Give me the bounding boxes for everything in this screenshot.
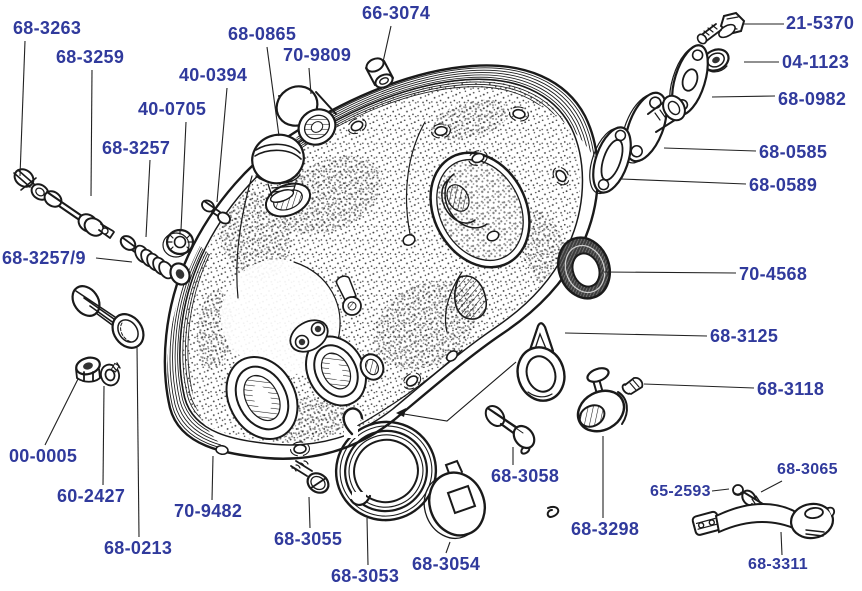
kickstart-lever-drawing [691,502,835,540]
bolt-21-5370-drawing [696,11,746,45]
worm-spring-drawing [119,228,195,286]
part-label-70-4568: 70-4568 [739,264,808,284]
oil-seal-drawing [557,236,611,300]
part-label-00-0005: 00-0005 [9,446,78,466]
ratchet-ring-drawing [516,322,566,402]
part-label-68-3058: 68-3058 [491,466,560,486]
pawl-68-3298-drawing [576,367,628,433]
part-label-70-9482: 70-9482 [174,501,243,521]
pin-40-0394-drawing [201,199,231,225]
cover-plate-68-0982-drawing [669,44,709,117]
part-label-68-3311: 68-3311 [748,556,808,573]
part-label-60-2427: 60-2427 [57,486,126,506]
needle-bearing-drawing [275,85,337,146]
part-label-68-3257-9: 68-3257/9 [2,248,86,268]
ball-65-2593-drawing [732,484,744,496]
part-label-68-0589: 68-0589 [749,175,818,195]
part-label-68-3055: 68-3055 [274,529,343,549]
part-label-68-0865: 68-0865 [228,24,297,44]
plunger-68-3118-drawing [621,377,644,395]
assembly-arrow [396,361,517,422]
speedo-gear-drawing [162,228,195,258]
leader-lines [19,23,784,566]
part-label-65-2593: 65-2593 [650,483,711,500]
pin-68-3058-drawing [484,405,536,450]
part-label-70-9809: 70-9809 [283,45,352,65]
nut-00-0005-drawing [75,356,101,383]
part-label-68-3053: 68-3053 [331,566,400,586]
gasket-68-0589-drawing [589,126,632,195]
spring-hook-detail [546,506,560,518]
part-label-68-3125: 68-3125 [710,326,779,346]
bush-68-0213-drawing [71,285,145,349]
lower-bosses [225,234,416,441]
part-label-68-3118: 68-3118 [757,379,825,399]
part-label-68-3263: 68-3263 [13,18,82,38]
part-label-68-3298: 68-3298 [571,519,640,539]
rim-screw-holes [215,106,570,457]
part-label-68-0585: 68-0585 [759,142,828,162]
part-label-04-1123: 04-1123 [782,52,850,72]
spring-plate-drawing [423,459,486,539]
screw-68-3055-drawing [290,460,330,494]
bush-66-3074-drawing [365,57,394,89]
part-label-68-3054: 68-3054 [412,554,481,574]
part-label-68-0982: 68-0982 [778,89,847,109]
adjuster-barrel-drawing [43,190,115,239]
part-label-40-0394: 40-0394 [179,65,248,85]
filler-cap-drawing [251,133,305,203]
main-bearing-opening [429,151,531,269]
union-68-0585-drawing [621,91,686,164]
part-label-68-0213: 68-0213 [104,538,173,558]
part-label-40-0705: 40-0705 [138,99,207,119]
part-label-21-5370: 21-5370 [786,13,855,33]
part-label-68-3065: 68-3065 [777,461,838,478]
part-label-68-3259: 68-3259 [56,47,125,67]
spring-washer-drawing [99,362,121,387]
part-label-66-3074: 66-3074 [362,3,431,23]
part-label-68-3257: 68-3257 [102,138,171,158]
timing-cover-drawing [163,64,600,460]
